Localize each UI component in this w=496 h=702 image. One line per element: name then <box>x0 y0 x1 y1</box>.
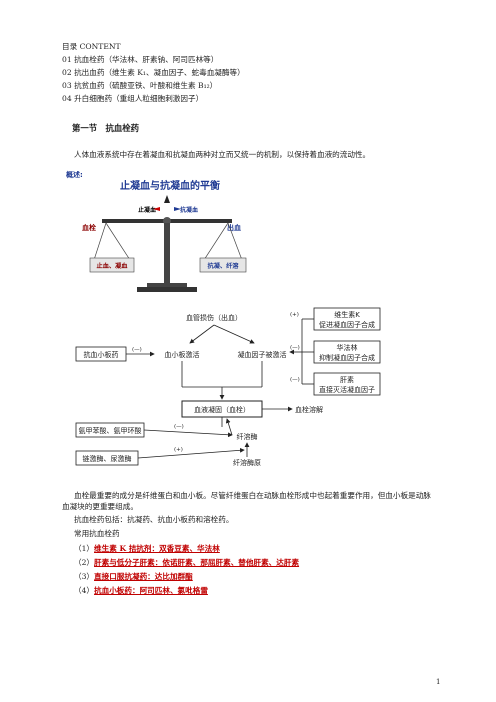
body-paragraph-3: 常用抗血栓药 <box>74 529 120 538</box>
page-number: 1 <box>436 678 441 686</box>
figure1-title: 止凝血与抗凝血的平衡 <box>120 179 220 192</box>
left-pan-label: 止血、凝血 <box>97 262 129 270</box>
antiplatelet-label: 抗血小板药 <box>84 350 119 359</box>
scale-base <box>137 287 197 292</box>
thrombolytic-plus: (+) <box>174 447 183 453</box>
plasminogen-label: 纤溶酶原 <box>233 458 261 467</box>
list-number: （4） <box>74 586 95 595</box>
clot-dissolve-label: 血栓溶解 <box>295 405 323 414</box>
drug-list-item: （3）直接口服抗凝药：达比加群酯 <box>74 572 193 582</box>
list-text: 直接口服抗凝药：达比加群酯 <box>94 572 193 581</box>
antiplatelet-minus: (—) <box>132 347 142 353</box>
left-side-label: 血栓 <box>82 223 96 232</box>
drug-list-item: （4）抗血小板药：阿司匹林、氯吡格雷 <box>74 586 208 596</box>
coagulation-flow-diagram: 血管损伤（出血） 血小板激活 凝血因子被激活 抗血小板药 (—) 维生素K 促进… <box>75 307 381 467</box>
injury-label: 血管损伤（出血） <box>186 313 242 322</box>
right-side-label: 出血 <box>227 223 241 232</box>
right-top-label: 抗凝血 <box>180 206 198 214</box>
heparin-line1: 肝素 <box>340 375 354 384</box>
warfarin-line2: 抑制凝血因子合成 <box>319 353 375 362</box>
toc-item-1: 01 抗血栓药（华法林、肝素钠、阿司匹林等） <box>62 55 219 64</box>
toc-item-4: 04 升白细胞药（重组人粒细胞刺激因子） <box>62 94 204 103</box>
clot-label: 血液凝固（血栓） <box>194 405 250 414</box>
vitk-line2: 促进凝血因子合成 <box>319 320 375 329</box>
vitk-plus: (+) <box>290 312 299 318</box>
toc-item-3: 03 抗贫血药（硫酸亚铁、叶酸和维生素 B₁₂） <box>62 81 218 90</box>
intro-paragraph: 人体血液系统中存在着凝血和抗凝血两种对立而又统一的机制，以保持着血液的流动性。 <box>74 150 371 159</box>
warfarin-minus: (—) <box>290 345 300 351</box>
platelet-activation-label: 血小板激活 <box>165 350 200 359</box>
left-top-label: 止凝血 <box>138 206 156 214</box>
list-text: 抗血小板药：阿司匹林、氯吡格雷 <box>94 586 208 595</box>
figure1-label: 概述: <box>66 170 83 179</box>
toc-item-2: 02 抗出血药（维生素 K₁、凝血因子、蛇毒血凝酶等） <box>62 68 245 77</box>
drug-list-item: （1）维生素 K 拮抗剂：双香豆素、华法林 <box>74 544 220 554</box>
right-pan-label: 抗凝、纤溶 <box>208 262 240 270</box>
drug-list-item: （2）肝素与低分子肝素：依诺肝素、那屈肝素、替他肝素、达肝素 <box>74 558 299 568</box>
section-title: 第一节 抗血栓药 <box>72 123 139 133</box>
heparin-minus: (—) <box>290 377 300 383</box>
toc-title: 目录 CONTENT <box>62 42 121 51</box>
list-number: （3） <box>74 572 95 581</box>
balance-figure: 概述: 止凝血与抗凝血的平衡 止凝血 抗凝血 血栓 出血 止血、凝血 抗凝、纤溶 <box>66 170 247 292</box>
list-number: （2） <box>74 558 95 567</box>
list-text: 维生素 K 拮抗剂：双香豆素、华法林 <box>94 544 220 553</box>
list-text: 肝素与低分子肝素：依诺肝素、那屈肝素、替他肝素、达肝素 <box>94 558 300 567</box>
antifibrinolytic-minus: (—) <box>174 424 184 430</box>
plasmin-label: 纤溶酶 <box>237 432 258 441</box>
body-paragraph-1: 血栓最重要的成分是纤维蛋白和血小板。尽管纤维蛋白在动脉血栓形成中也起着重要作用，… <box>62 491 431 511</box>
thrombolytic-label: 链激酶、尿激酶 <box>83 454 132 463</box>
factor-activation-label: 凝血因子被激活 <box>238 350 287 359</box>
heparin-line2: 直接灭活凝血因子 <box>319 385 375 394</box>
list-number: （1） <box>74 544 95 553</box>
antifibrinolytic-label: 氨甲苯酸、氨甲环酸 <box>79 426 142 435</box>
vitk-line1: 维生素K <box>334 310 360 319</box>
body-paragraph-2: 抗血栓药包括：抗凝药、抗血小板药和溶栓药。 <box>74 515 234 524</box>
warfarin-line1: 华法林 <box>337 343 358 352</box>
